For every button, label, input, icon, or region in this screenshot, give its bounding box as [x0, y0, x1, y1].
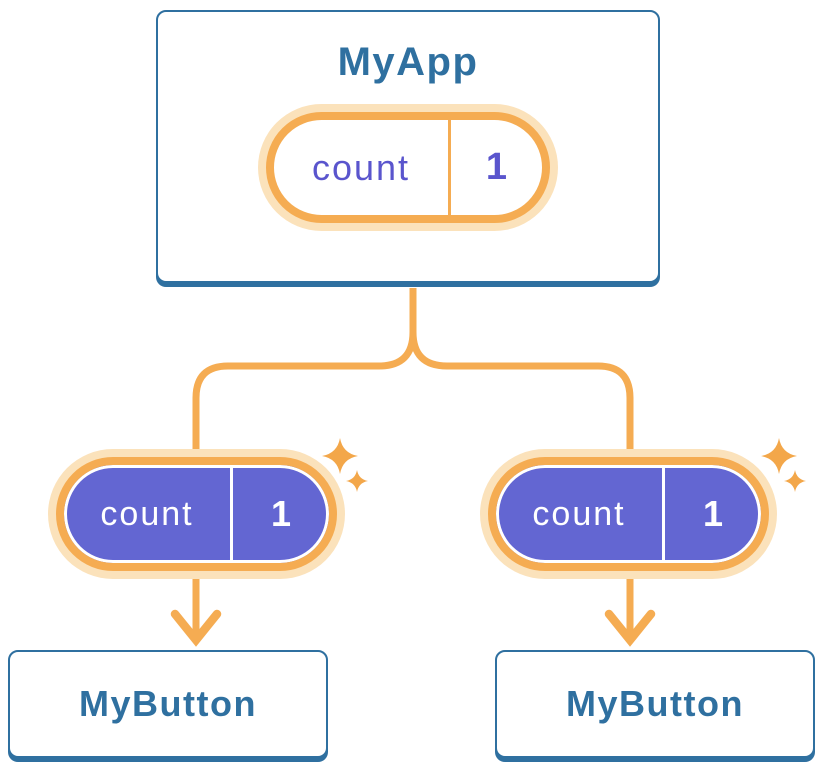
component-card-mybutton-left: MyButton — [8, 650, 328, 758]
state-pill-label: count — [496, 465, 665, 563]
component-card-myapp: MyApp count 1 — [156, 10, 660, 283]
state-pill-value: 1 — [270, 493, 292, 534]
state-pill: count 1 — [56, 457, 337, 571]
state-pill: count 1 — [266, 112, 550, 223]
component-title: MyButton — [566, 683, 744, 724]
state-pill: count 1 — [488, 457, 769, 571]
component-card-mybutton-right: MyButton — [495, 650, 815, 758]
sparkle-icon — [784, 470, 806, 492]
state-pill-label: count — [274, 120, 451, 215]
component-title: MyButton — [79, 683, 257, 724]
state-pill-label: count — [64, 465, 233, 563]
sparkle-icon — [322, 438, 358, 474]
state-pill-value: 1 — [702, 493, 724, 534]
state-pill-value: 1 — [485, 146, 508, 188]
sparkle-icon — [761, 438, 797, 474]
component-title: MyApp — [337, 40, 479, 84]
connector-right — [409, 288, 634, 638]
sparkle-icon — [346, 470, 368, 492]
arrow-down-icon — [170, 609, 222, 647]
arrow-down-icon — [604, 609, 656, 647]
